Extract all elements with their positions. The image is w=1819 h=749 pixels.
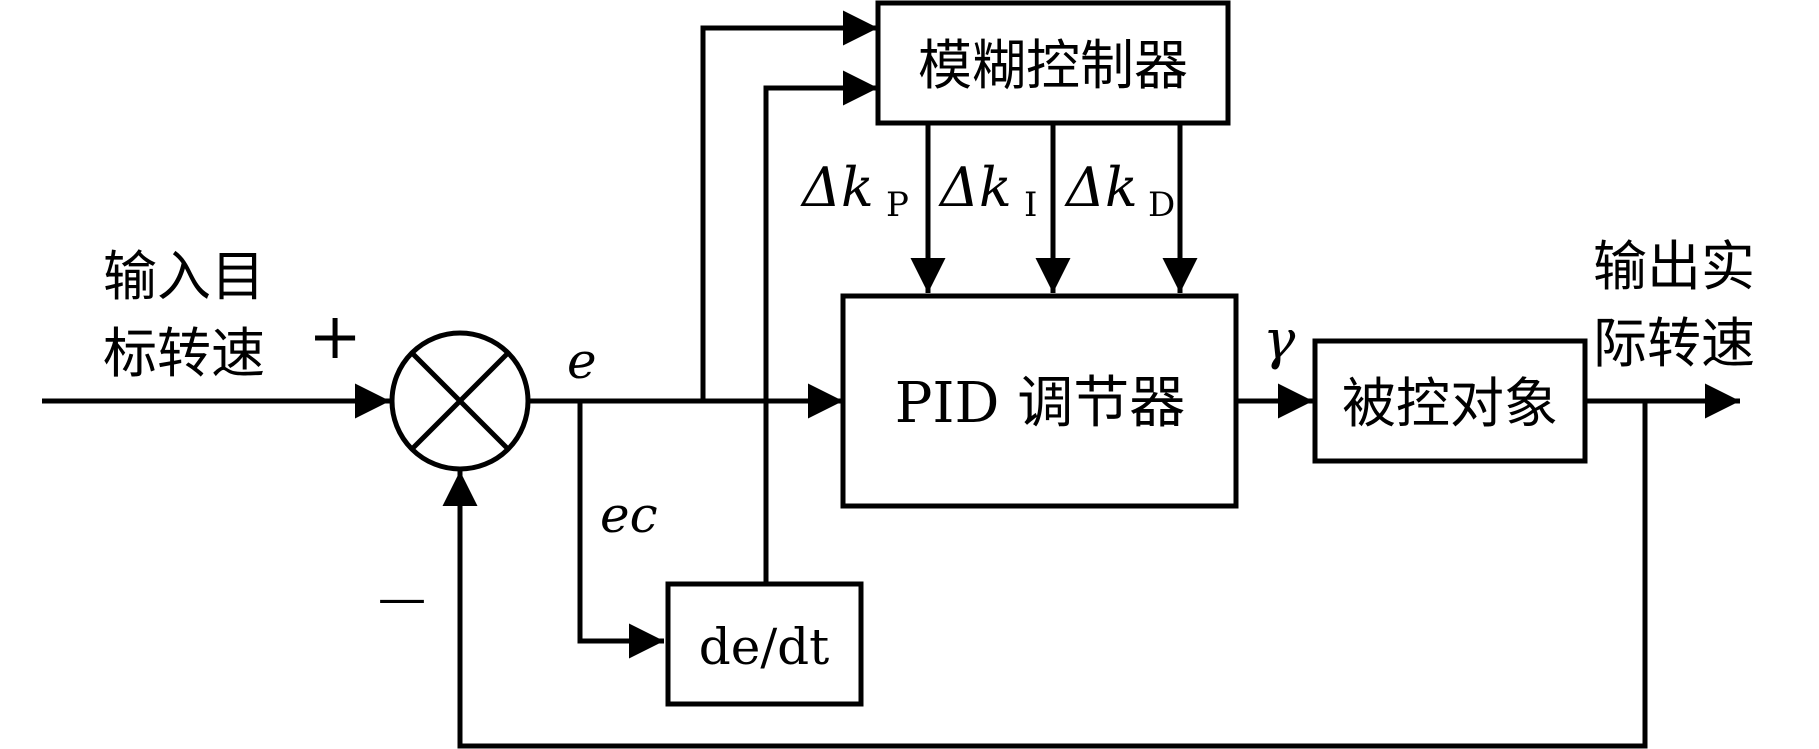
error-to-derivative-line xyxy=(577,401,664,659)
fuzzy-controller-label: 模糊控制器 xyxy=(918,34,1188,97)
controlled-plant-label: 被控对象 xyxy=(1342,372,1558,435)
output-label: 输出实 际转速 xyxy=(1593,235,1772,375)
pid-regulator-label: PID 调节器 xyxy=(895,371,1186,436)
input-label: 输入目 标转速 xyxy=(103,245,282,385)
pid-regulator-block xyxy=(840,293,1239,509)
gamma-label: γ xyxy=(1263,308,1296,371)
derivative-block xyxy=(665,581,864,707)
error-to-fuzzy-line xyxy=(700,10,878,401)
minus-sign: — xyxy=(378,570,426,626)
error-rate-to-fuzzy-line xyxy=(763,70,878,584)
error-label: e xyxy=(567,332,597,390)
fuzzy-controller-block xyxy=(875,0,1231,126)
feedback-line xyxy=(442,401,1648,749)
summing-junction xyxy=(389,330,531,472)
derivative-label: de/dt xyxy=(699,618,830,676)
plus-sign: + xyxy=(308,300,362,374)
error-rate-label: ec xyxy=(600,486,658,544)
